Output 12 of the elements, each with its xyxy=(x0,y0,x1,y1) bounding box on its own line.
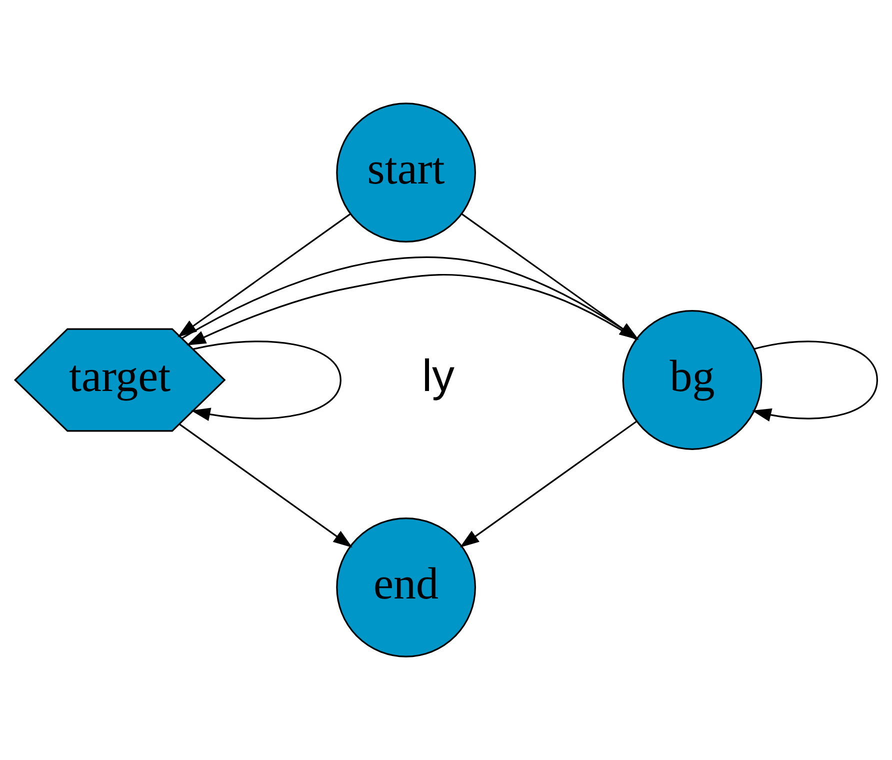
arrow xyxy=(752,340,878,422)
label: ly xyxy=(422,350,454,402)
node-circle: bg xyxy=(622,310,762,450)
arrow xyxy=(179,424,352,548)
node-circle: end xyxy=(336,517,476,658)
arrow xyxy=(460,420,637,548)
arrow xyxy=(186,274,636,346)
node-circle: start xyxy=(336,102,476,243)
arrow xyxy=(178,213,351,338)
arrow xyxy=(190,340,342,421)
arrow xyxy=(461,213,639,340)
arrow xyxy=(181,256,639,340)
